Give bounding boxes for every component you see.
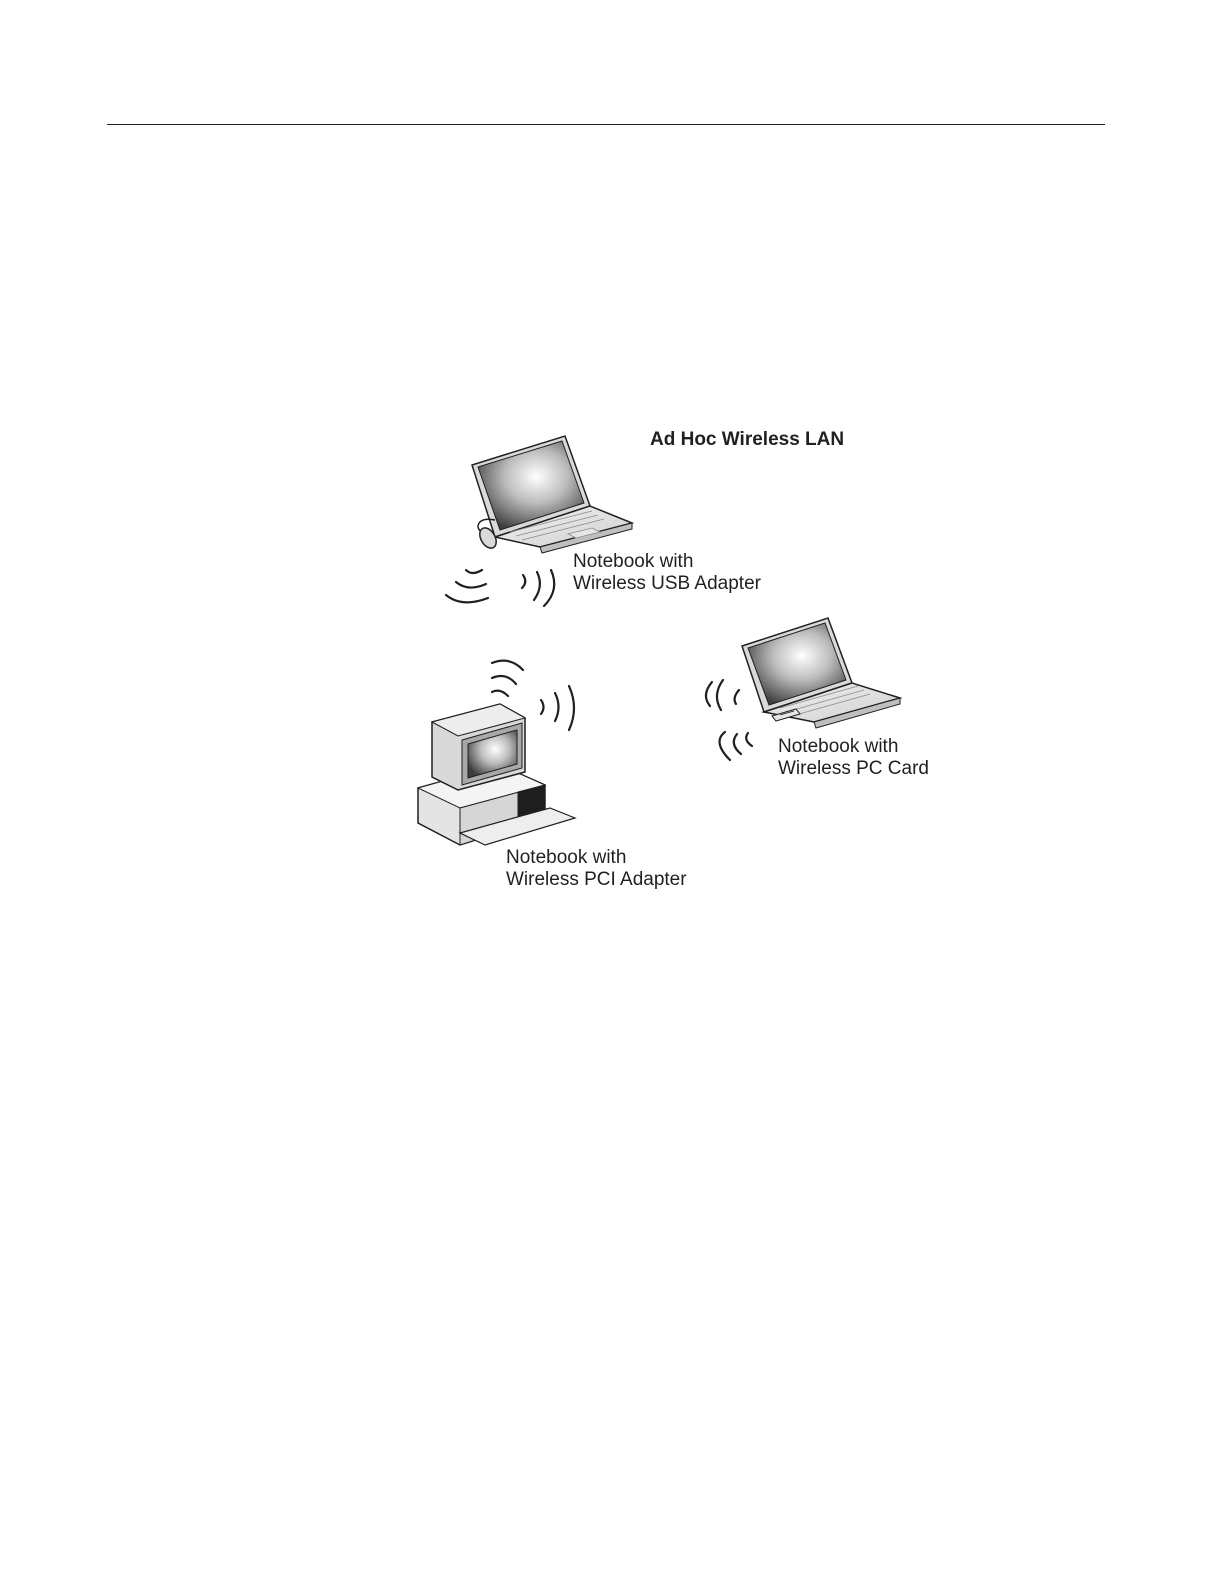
diagram-artwork <box>400 420 960 910</box>
label-line: Wireless PCI Adapter <box>506 869 687 891</box>
header-rule <box>107 124 1105 125</box>
notebook-usb-icon <box>472 436 632 553</box>
label-line: Notebook with <box>573 551 761 573</box>
desktop-pci-icon <box>418 704 575 845</box>
label-line: Notebook with <box>778 736 929 758</box>
label-pci-desktop: Notebook with Wireless PCI Adapter <box>506 847 687 891</box>
label-line: Wireless PC Card <box>778 758 929 780</box>
notebook-pccard-icon <box>742 618 900 728</box>
label-line: Notebook with <box>506 847 687 869</box>
label-line: Wireless USB Adapter <box>573 573 761 595</box>
label-usb-notebook: Notebook with Wireless USB Adapter <box>573 551 761 595</box>
diagram-title: Ad Hoc Wireless LAN <box>650 429 844 451</box>
label-pccard-notebook: Notebook with Wireless PC Card <box>778 736 929 780</box>
ad-hoc-diagram: Ad Hoc Wireless LAN Notebook with Wirele… <box>400 420 960 910</box>
